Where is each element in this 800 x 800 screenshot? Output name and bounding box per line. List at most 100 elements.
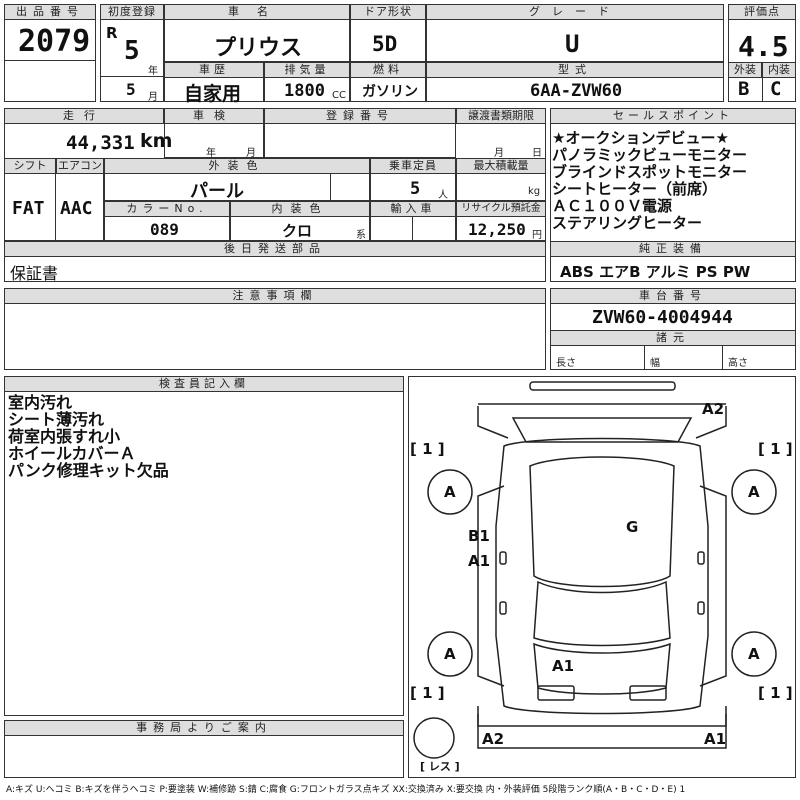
car-outline-diagram [413, 381, 777, 759]
sales-point-item: ブラインドスポットモニター [552, 163, 748, 181]
car-name-label: 車名 [164, 4, 350, 20]
mark-hood: A1 [552, 657, 575, 675]
cc-unit: CC [332, 90, 346, 101]
load-unit: kg [528, 186, 541, 197]
int-color: クロ [282, 222, 313, 240]
int-color-cell [230, 216, 370, 241]
int-color-label: 内装色 [230, 201, 370, 217]
score-label: 評価点 [728, 4, 796, 20]
inspector-line: ホイールカバーＡ [8, 444, 136, 463]
damage-legend: A:キズ U:ヘコミ B:キズを伴うヘコミ P:要塗装 W:補修跡 S:錆 C:… [6, 785, 686, 795]
ext-color-cell [104, 173, 370, 201]
doors-label: ドア形状 [350, 4, 426, 20]
height-label: 高さ [728, 358, 748, 369]
inspection-label: 車検 [164, 108, 264, 124]
ext-color-label: 外装色 [104, 158, 370, 174]
inspector-line: シート薄汚れ [8, 410, 105, 429]
inspection-year-unit: 年 [206, 148, 216, 159]
inspector-label: 検査員記入欄 [4, 376, 404, 392]
color-no: 089 [150, 220, 179, 239]
inspection-month-unit: 月 [246, 148, 256, 159]
lens-label: [ レス ] [420, 760, 460, 773]
inspection-cell [164, 123, 264, 158]
era-letter: R [106, 24, 118, 42]
inspector-notes: 室内汚れ シート薄汚れ 荷室内張すれ小 ホイールカバーＡ パンク修理キット欠品 [8, 394, 169, 479]
notes-label: 注意事項欄 [4, 288, 546, 304]
recycle-label: リサイクル預託金 [456, 201, 546, 217]
bracket-right-bottom: [ 1 ] [758, 684, 793, 702]
ac-label: エアコン [56, 158, 104, 174]
mark-rear-bumper-right: A2 [702, 400, 725, 418]
interior-label: 内装 [762, 62, 796, 78]
seats-cell [370, 173, 456, 201]
displacement: 1800 [284, 81, 325, 101]
sales-points-list: ★オークションデビュー★ パノラミックビューモニター ブラインドスポットモニター… [552, 130, 747, 232]
history-label: 車歴 [164, 62, 264, 78]
int-color-unit: 系 [356, 230, 366, 241]
mileage: 44,331 [66, 132, 135, 154]
mark-front-bumper-left: A2 [482, 730, 505, 748]
sales-point-item: ステアリングヒーター [552, 214, 703, 232]
history: 自家用 [184, 83, 242, 105]
year-unit: 年 [148, 66, 158, 77]
doors: 5D [372, 32, 398, 56]
mark-door-left-1: B1 [468, 527, 490, 545]
transfer-month: 月 [494, 148, 504, 159]
seats: 5 [410, 179, 421, 199]
import-cell [370, 216, 456, 241]
displacement-label: 排気量 [264, 62, 350, 78]
inspector-line: 荷室内張すれ小 [8, 427, 121, 446]
mark-front-bumper-right: A1 [704, 730, 727, 748]
lot-no-label: 出品番号 [4, 4, 96, 20]
recycle: 12,250 [468, 220, 526, 239]
lot-no: 2079 [18, 24, 91, 59]
inspector-box [4, 376, 404, 716]
yen-unit: 円 [532, 230, 542, 241]
seats-unit: 人 [438, 190, 448, 201]
first-reg-year: 5 [124, 36, 140, 66]
reg-no-label: 登録番号 [264, 108, 456, 124]
color-no-label: カラーNo. [104, 201, 230, 217]
sales-point-item: シートヒーター（前席） [552, 180, 718, 198]
office-label: 事務局よりご案内 [4, 720, 404, 736]
fuel-label: 燃料 [350, 62, 426, 78]
import-label: 輸入車 [370, 201, 456, 217]
fuel-cell [350, 77, 426, 102]
model-label: 型式 [426, 62, 724, 78]
mark-wheel-fr: A [748, 483, 760, 501]
bracket-right-top: [ 1 ] [758, 440, 793, 458]
length-label: 長さ [556, 358, 576, 369]
lot-box [4, 4, 96, 102]
lot-divider [4, 60, 96, 61]
mark-wheel-fl: A [444, 483, 456, 501]
inspector-line: パンク修理キット欠品 [8, 461, 169, 480]
ext-color: パール [190, 181, 244, 202]
sales-point-item: ★オークションデビュー★ [552, 129, 729, 147]
mark-door-left-2: A1 [468, 552, 491, 570]
dims-divider-1 [644, 346, 645, 370]
transfer-label: 譲渡書類期限 [456, 108, 546, 124]
equipment: ABS エアB アルミ PS PW [560, 263, 751, 281]
bracket-left-bottom: [ 1 ] [410, 684, 445, 702]
later-parts-label: 後日発送部品 [4, 241, 546, 257]
seats-label: 乗車定員 [370, 158, 456, 174]
displacement-cell [264, 77, 350, 102]
grade: U [565, 30, 580, 58]
inspector-line: 室内汚れ [8, 393, 73, 412]
transfer-day: 日 [532, 148, 542, 159]
ext-color-divider [330, 173, 331, 201]
dims-divider-2 [722, 346, 723, 370]
sales-points-label: セールスポイント [550, 108, 796, 124]
fuel: ガソリン [362, 84, 418, 100]
color-no-cell [104, 216, 230, 241]
month-unit: 月 [148, 92, 158, 103]
reg-no-cell [264, 123, 456, 158]
score: 4.5 [738, 30, 789, 63]
mark-roof: G [626, 518, 639, 536]
sales-point-item: ＡＣ１００Ｖ電源 [552, 197, 673, 215]
shift: FAT [12, 198, 45, 219]
first-reg-label: 初度登録 [100, 4, 164, 20]
load-cell [456, 173, 546, 201]
width-label: 幅 [650, 358, 660, 369]
load-label: 最大積載量 [456, 158, 546, 174]
